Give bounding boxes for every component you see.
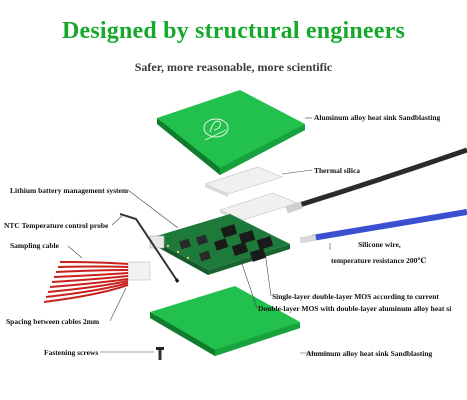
fastening-screw-icon [156,347,164,360]
bms-circuit-board [149,214,290,275]
label-sampling-cable: Sampling cable [10,241,59,250]
label-mos-double: Double-layer MOS with double-layer alumi… [258,304,452,313]
page-subtitle: Safer, more reasonable, more scientific [134,60,333,74]
label-bms: Lithium battery management system [10,186,129,195]
top-heat-sink-plate [157,90,305,175]
label-heat-sink-bottom: Aluminum alloy heat sink Sandblasting [306,349,433,358]
label-spacing: Spacing between cables 2mm [6,317,100,326]
thermal-silica-pads [203,166,299,223]
ntc-probe [119,213,180,283]
leader-lines [67,117,331,354]
label-temperature-resistance: temperature resistance 200℃ [331,256,427,265]
sampling-cable [43,261,151,303]
brand-logo-icon [203,118,229,141]
label-thermal-silica: Thermal silica [314,166,361,175]
label-mos-single: Single-layer double-layer MOS according … [272,292,439,301]
label-heat-sink-top: Aluminum alloy heat sink Sandblasting [314,113,441,122]
black-silicone-wire [285,147,467,214]
blue-silicone-wire [299,209,467,244]
label-ntc-probe: NTC Temperature control probe [4,221,109,230]
label-fastening-screws: Fastening screws [44,348,99,357]
label-silicone-wire: Silicone wire, [358,240,401,249]
bottom-heat-sink-plate [150,286,300,356]
page-title: Designed by structural engineers [61,18,406,44]
